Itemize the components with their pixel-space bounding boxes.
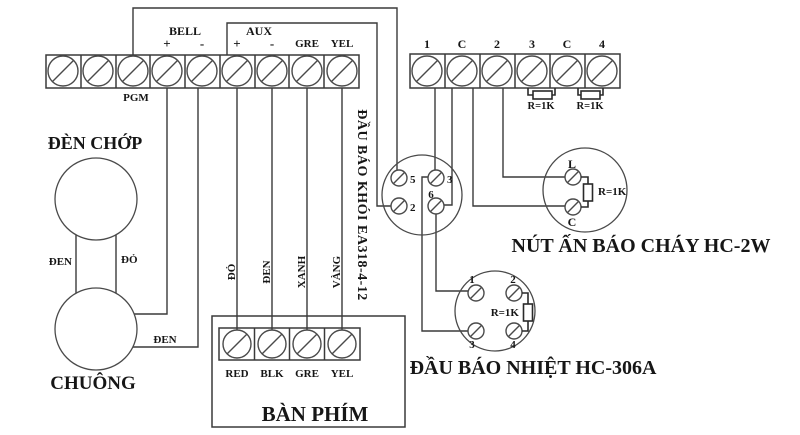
resistor-label: R=1K <box>528 101 556 112</box>
resistor-label: R=1K <box>577 101 605 112</box>
heat-resistor-label: R=1K <box>491 307 520 319</box>
aux-minus-label: - <box>270 36 274 51</box>
pgm-label: PGM <box>123 92 149 104</box>
heat-resistor-leads <box>522 292 529 332</box>
strobe-title: ĐÈN CHỚP <box>48 132 143 153</box>
panel-strip-dividers <box>80 55 325 88</box>
call-point-terminal-c: C <box>568 215 577 229</box>
zone-label-3: 3 <box>529 37 535 51</box>
zone-strip-dividers <box>444 54 586 88</box>
smoke-detector-label: ĐẦU BÁO KHÓI EA318-4-12 <box>354 109 371 301</box>
wire-pgm-to-smoke5 <box>132 7 398 170</box>
bell-minus-label: - <box>200 36 204 51</box>
alarm-bell: CHUÔNG <box>50 287 138 394</box>
keypad-wire-label-vang: VÀNG <box>331 255 343 288</box>
zone-terminal-strip: 1 C 2 3 C 4 R=1K R=1K <box>409 37 621 112</box>
wire-bellminus-to-bell <box>133 88 199 348</box>
wire-smoke3-to-heat3 <box>421 176 468 332</box>
smoke-detector-circle <box>381 154 463 236</box>
zone-label-4: 4 <box>599 37 605 51</box>
keypad-terminal-blk: BLK <box>260 368 284 380</box>
smoke-detector-screws <box>390 169 445 215</box>
resistor-body <box>582 183 594 202</box>
call-point: L C R=1K NÚT ẤN BÁO CHÁY HC-2W <box>512 147 771 257</box>
keypad-wire-label-do: ĐỎ <box>226 263 238 280</box>
heat-terminal-1: 1 <box>469 274 475 286</box>
heat-terminal-4: 4 <box>510 339 516 351</box>
wire-bellplus-to-bell <box>134 88 168 315</box>
panel-strip-outline <box>45 54 360 89</box>
keypad-wire-label-den: ĐEN <box>261 260 273 283</box>
zone-label-c1: C <box>458 37 467 51</box>
bell-group-label: BELL <box>169 24 201 38</box>
keypad-outline <box>211 315 406 428</box>
call-point-terminal-l: L <box>568 157 576 171</box>
zone-label-2: 2 <box>494 37 500 51</box>
yel-terminal-label: YEL <box>331 38 354 50</box>
call-point-resistor-label: R=1K <box>598 186 627 198</box>
zone-label-1: 1 <box>424 37 430 51</box>
keypad-terminal-yel: YEL <box>331 368 354 380</box>
wire-zone3-to-callpoint-l <box>502 88 565 178</box>
wire-label-den-left: ĐEN <box>49 256 72 268</box>
wire-zone2-to-callpoint-c <box>472 88 565 207</box>
resistor-body <box>522 303 534 322</box>
bell-title: CHUÔNG <box>50 372 136 394</box>
call-point-title: NÚT ẤN BÁO CHÁY HC-2W <box>512 233 771 257</box>
smoke-terminal-2: 2 <box>410 202 416 214</box>
resistor-body <box>532 90 553 100</box>
wire-label-do-right: ĐỎ <box>121 254 138 266</box>
eol-resistor-zone4: R=1K <box>577 88 605 112</box>
heat-detector-title: ĐẦU BÁO NHIỆT HC-306A <box>410 355 657 379</box>
call-point-resistor-leads <box>581 176 589 208</box>
keypad-title: BÀN PHÍM <box>262 402 369 426</box>
smoke-terminal-5: 5 <box>410 174 416 186</box>
aux-plus-label: + <box>233 36 240 51</box>
heat-terminal-2: 2 <box>510 274 516 286</box>
heat-terminal-3: 3 <box>469 339 475 351</box>
gre-terminal-label: GRE <box>295 38 319 50</box>
keypad-terminal-gre: GRE <box>295 368 319 380</box>
wire-label-den-bell: ĐEN <box>153 334 176 346</box>
keypad-terminal-red: RED <box>225 368 248 380</box>
heat-detector-circle <box>454 270 536 352</box>
bell-plus-label: + <box>163 36 170 51</box>
bell-circle <box>54 287 138 371</box>
call-point-circle <box>542 147 628 233</box>
keypad: RED BLK GRE YEL BÀN PHÍM <box>211 315 406 428</box>
eol-resistor-zone3: R=1K <box>527 88 556 112</box>
keypad-block-dividers <box>253 328 326 360</box>
wire-aux-to-smoke2 <box>226 22 391 207</box>
heat-detector: 1 2 3 4 R=1K ĐẦU BÁO NHIỆT HC-306A <box>410 270 657 379</box>
panel-terminal-strip: BELL AUX + - + - GRE YEL PGM <box>45 24 360 104</box>
keypad-wire-label-xanh: XANH <box>296 255 308 288</box>
wire-zonec-to-smoke6 <box>444 88 453 206</box>
call-point-screws <box>564 168 582 216</box>
wiring: ĐEN ĐỎ ĐEN ĐỎ ĐEN XANH VÀNG <box>49 7 565 348</box>
resistor-body <box>580 90 601 100</box>
smoke-terminal-6: 6 <box>428 189 434 201</box>
smoke-detector: 5 3 2 6 ĐẦU BÁO KHÓI EA318-4-12 <box>354 109 463 301</box>
aux-group-label: AUX <box>246 24 272 38</box>
smoke-terminal-3: 3 <box>447 174 453 186</box>
strobe-circle <box>54 157 138 241</box>
wire-smoke6-to-heat1 <box>435 214 468 292</box>
panel-screw-terminals <box>47 55 358 87</box>
zone-label-c2: C <box>563 37 572 51</box>
strobe-light: ĐÈN CHỚP <box>48 132 143 241</box>
